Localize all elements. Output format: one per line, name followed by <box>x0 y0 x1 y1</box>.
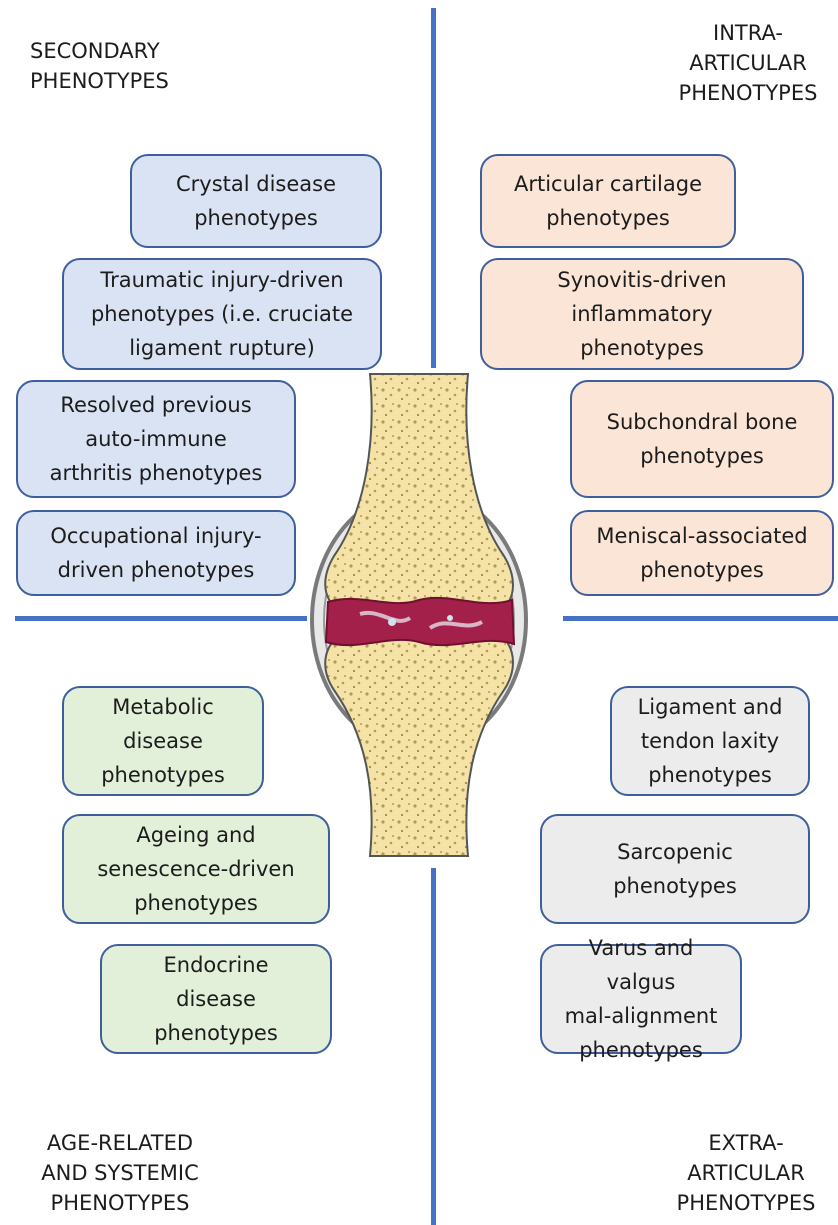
divider-vertical-bottom <box>431 868 436 1225</box>
box-ageing-senescence: Ageing and senescence-driven phenotypes <box>62 814 330 924</box>
box-crystal-disease: Crystal disease phenotypes <box>130 154 382 248</box>
box-traumatic-injury: Traumatic injury-driven phenotypes (i.e.… <box>62 258 382 370</box>
box-subchondral-bone: Subchondral bone phenotypes <box>570 380 834 498</box>
box-endocrine-disease: Endocrine disease phenotypes <box>100 944 332 1054</box>
knee-joint-icon <box>300 370 538 860</box>
box-articular-cartilage: Articular cartilage phenotypes <box>480 154 736 248</box>
divider-vertical-top <box>431 8 436 368</box>
box-autoimmune-arthritis: Resolved previous auto-immune arthritis … <box>16 380 296 498</box>
quadrant-title-extra-articular: EXTRA- ARTICULAR PHENOTYPES <box>666 1128 826 1218</box>
box-synovitis-driven: Synovitis-driven inflammatory phenotypes <box>480 258 804 370</box>
box-metabolic-disease: Metabolic disease phenotypes <box>62 686 264 796</box>
box-varus-valgus: Varus and valgus mal-alignment phenotype… <box>540 944 742 1054</box>
box-ligament-tendon-laxity: Ligament and tendon laxity phenotypes <box>610 686 810 796</box>
box-sarcopenic: Sarcopenic phenotypes <box>540 814 810 924</box>
quadrant-title-intra-articular: INTRA- ARTICULAR PHENOTYPES <box>668 18 828 108</box>
box-occupational-injury: Occupational injury- driven phenotypes <box>16 510 296 596</box>
divider-horizontal-left <box>15 616 307 621</box>
quadrant-title-age-related: AGE-RELATED AND SYSTEMIC PHENOTYPES <box>20 1128 220 1218</box>
box-meniscal-associated: Meniscal-associated phenotypes <box>570 510 834 596</box>
divider-horizontal-right <box>563 616 838 621</box>
quadrant-title-secondary: SECONDARY PHENOTYPES <box>30 36 169 96</box>
